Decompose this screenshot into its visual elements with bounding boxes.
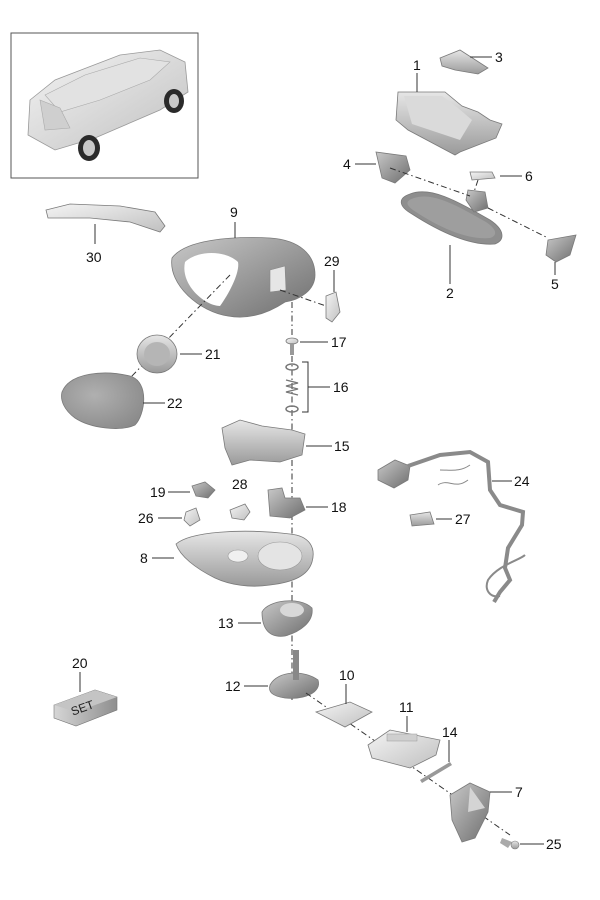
part-10-seal-plate[interactable]: 10 — [314, 667, 373, 728]
part-label-6[interactable]: 6 — [525, 168, 533, 184]
part-11-trim-cover[interactable]: 11 — [367, 699, 441, 769]
part-label-9[interactable]: 9 — [230, 204, 238, 220]
part-8-housing-lower[interactable]: 8 — [140, 530, 314, 587]
part-label-3[interactable]: 3 — [495, 49, 503, 65]
part-22-mirror-glass[interactable]: 22 — [61, 372, 183, 429]
vehicle-icon — [27, 49, 189, 161]
part-15-frame-bracket[interactable]: 15 — [221, 419, 350, 466]
part-25-screw[interactable]: 25 — [500, 836, 562, 852]
part-label-27[interactable]: 27 — [455, 511, 471, 527]
part-label-8[interactable]: 8 — [140, 550, 148, 566]
part-label-25[interactable]: 25 — [546, 836, 562, 852]
part-12-pivot-base[interactable]: 12 — [225, 650, 319, 699]
part-29-side-marker[interactable]: 29 — [324, 253, 341, 323]
part-28-lens-cap[interactable]: 28 — [229, 476, 251, 521]
part-9-housing-frame[interactable]: 9 — [171, 204, 316, 318]
part-19-lamp-holder[interactable]: 19 — [150, 481, 216, 500]
part-label-4[interactable]: 4 — [343, 156, 351, 172]
part-label-5[interactable]: 5 — [551, 276, 559, 292]
part-label-2[interactable]: 2 — [446, 285, 454, 301]
vehicle-overview-thumbnail — [10, 32, 199, 179]
part-27-connector[interactable]: 27 — [409, 511, 471, 527]
part-18-folding-motor[interactable]: 18 — [267, 487, 347, 519]
part-24-wiring-harness[interactable]: 24 — [377, 449, 530, 604]
part-label-13[interactable]: 13 — [218, 615, 234, 631]
part-label-28[interactable]: 28 — [232, 476, 248, 492]
part-17-bolt[interactable]: 17 — [285, 334, 347, 355]
part-label-1[interactable]: 1 — [413, 57, 421, 73]
part-26-puddle-lamp[interactable]: 26 — [138, 507, 201, 527]
part-16-spring-washer-set[interactable]: 16 — [285, 361, 349, 413]
assembly-axes-top — [389, 167, 549, 239]
part-label-17[interactable]: 17 — [331, 334, 347, 350]
part-label-14[interactable]: 14 — [442, 724, 458, 740]
part-1-mirror-base-cover[interactable]: 1 — [395, 57, 503, 156]
part-label-11[interactable]: 11 — [399, 699, 414, 715]
assembly-axes-middle — [129, 274, 327, 700]
part-label-20[interactable]: 20 — [72, 655, 88, 671]
part-30-trim-strip[interactable]: 30 — [45, 203, 166, 265]
part-label-30[interactable]: 30 — [86, 249, 102, 265]
part-2-interior-mirror[interactable]: 2 — [400, 189, 503, 301]
part-6-sensor-pad[interactable]: 6 — [469, 168, 533, 184]
part-label-29[interactable]: 29 — [324, 253, 340, 269]
part-label-18[interactable]: 18 — [331, 499, 347, 515]
part-label-16[interactable]: 16 — [333, 379, 349, 395]
part-label-22[interactable]: 22 — [167, 395, 183, 411]
part-label-26[interactable]: 26 — [138, 510, 154, 526]
part-20-repair-set[interactable]: SET 20 — [53, 655, 118, 727]
part-label-15[interactable]: 15 — [334, 438, 350, 454]
part-14-gasket-strip[interactable]: 14 — [420, 724, 458, 783]
part-13-base-trim-cap[interactable]: 13 — [218, 600, 313, 637]
part-21-adjustment-motor[interactable]: 21 — [136, 334, 221, 374]
part-label-21[interactable]: 21 — [205, 346, 221, 362]
part-label-24[interactable]: 24 — [514, 473, 530, 489]
part-7-mount-base[interactable]: 7 — [449, 782, 523, 843]
part-label-10[interactable]: 10 — [339, 667, 355, 683]
part-label-7[interactable]: 7 — [515, 784, 523, 800]
part-4-mount-bracket[interactable]: 4 — [343, 151, 411, 184]
part-3-cover-clip[interactable]: 3 — [439, 49, 503, 75]
part-5-mount-cover[interactable]: 5 — [545, 234, 577, 292]
part-label-19[interactable]: 19 — [150, 484, 166, 500]
part-label-12[interactable]: 12 — [225, 678, 241, 694]
